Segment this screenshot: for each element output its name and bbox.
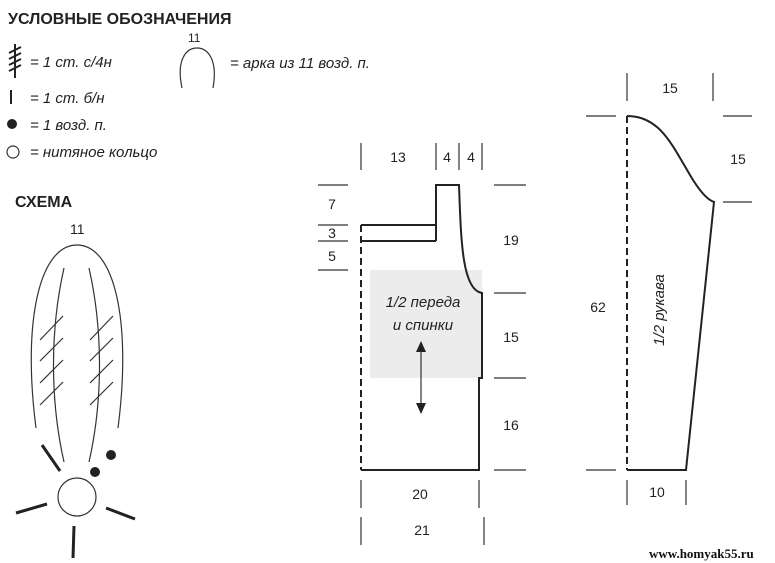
- dim-bottom-20: 20: [412, 486, 428, 502]
- legend-label-treble: = 1 ст. с/4н: [30, 54, 112, 71]
- body-label-line1: 1/2 переда: [386, 294, 461, 311]
- double-arrow-icon: [416, 341, 426, 414]
- sleeve-dim-top: 15: [662, 80, 678, 96]
- scheme-title: СХЕМА: [15, 194, 73, 211]
- watermark: www.homyak55.ru: [649, 546, 754, 561]
- legend-label-ring: = нитяное кольцо: [30, 144, 157, 161]
- dim-top-4a: 4: [443, 149, 451, 165]
- ring-icon: [6, 145, 20, 159]
- dim-top-4b: 4: [467, 149, 475, 165]
- scheme-arch-count: 11: [70, 221, 85, 237]
- legend-label-single: = 1 ст. б/н: [30, 90, 104, 107]
- crochet-scheme-drawing: [15, 244, 136, 559]
- dim-bottom-21: 21: [414, 522, 430, 538]
- sleeve-dim-bottom: 10: [649, 484, 665, 500]
- dim-top-13: 13: [390, 149, 406, 165]
- legend-label-chain: = 1 возд. п.: [30, 117, 107, 134]
- arch-count: 11: [188, 31, 201, 45]
- sleeve-label: 1/2 рукава: [651, 274, 668, 346]
- chain-dot-icon: [7, 119, 17, 129]
- dim-right-19: 19: [503, 232, 519, 248]
- dim-left-3: 3: [328, 225, 336, 241]
- body-pattern: [318, 143, 526, 545]
- dim-left-7: 7: [328, 196, 336, 212]
- dim-right-16: 16: [503, 417, 519, 433]
- treble-4-yo-stitch-icon: [8, 44, 22, 78]
- body-label-line2: и спинки: [393, 317, 454, 334]
- chain-dot-icon: [106, 450, 116, 460]
- chain-dot-icon: [90, 467, 100, 477]
- ring-icon: [57, 477, 97, 517]
- dim-right-15: 15: [503, 329, 519, 345]
- arch-icon: [179, 47, 215, 89]
- sleeve-pattern: [586, 73, 752, 505]
- legend-title: УСЛОВНЫЕ ОБОЗНАЧЕНИЯ: [8, 11, 231, 28]
- dim-left-5: 5: [328, 248, 336, 264]
- sleeve-dim-left: 62: [590, 299, 606, 315]
- legend-label-arch: = арка из 11 возд. п.: [230, 55, 370, 72]
- sleeve-dim-right: 15: [730, 151, 746, 167]
